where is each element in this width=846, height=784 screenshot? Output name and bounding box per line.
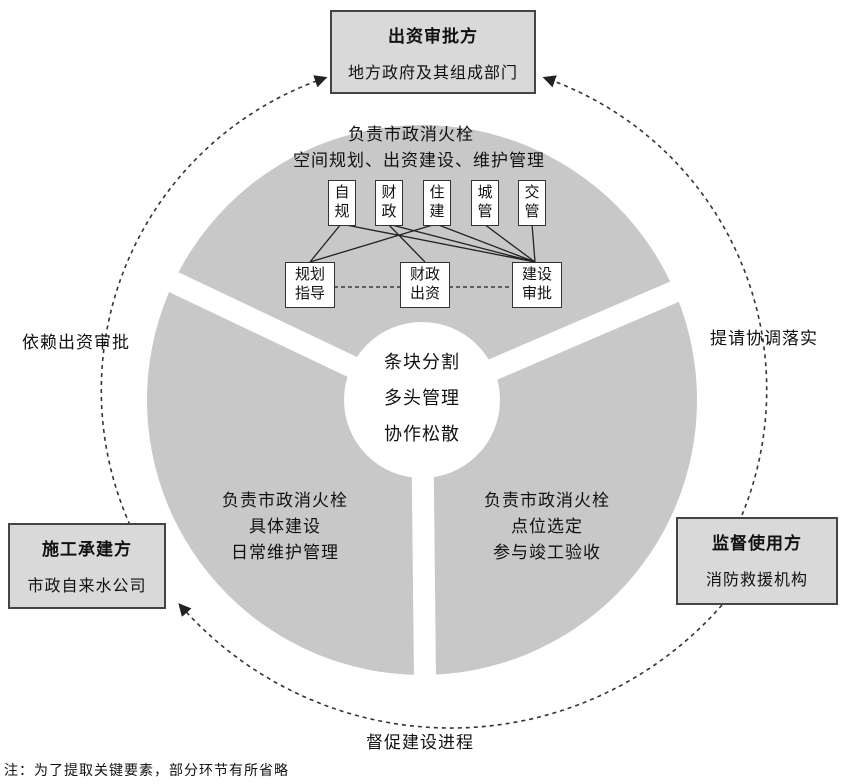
- dept-connections: [309, 223, 536, 263]
- left-sector-line1: 负责市政消火栓: [222, 491, 348, 511]
- function-box-approval: 建设 审批: [512, 262, 562, 308]
- dept-box-chengguan: 城 管: [471, 180, 499, 226]
- investor-subtitle: 地方政府及其组成部门: [347, 63, 518, 82]
- function-box-funding: 财政 出资: [400, 262, 450, 308]
- builder-title: 施工承建方: [42, 540, 132, 560]
- arc-left-label: 依赖出资审批: [22, 333, 130, 353]
- right-sector-text: 负责市政消火栓 点位选定 参与竣工验收: [484, 488, 610, 566]
- function-line: 审批: [521, 284, 552, 302]
- right-sector-line3: 参与竣工验收: [493, 543, 601, 563]
- investor-box: 出资审批方 地方政府及其组成部门: [330, 10, 536, 94]
- dept-char: 住: [429, 183, 445, 201]
- center-text: 条块分割 多头管理 协作松散: [352, 345, 492, 453]
- dept-box-jiaoguan: 交 管: [518, 180, 546, 226]
- supervisor-subtitle: 消防救援机构: [705, 570, 808, 589]
- dept-box-zigui: 自 规: [328, 180, 356, 226]
- left-sector-line2: 具体建设: [249, 517, 321, 537]
- left-sector-line3: 日常维护管理: [231, 543, 339, 563]
- arc-right-label: 提请协调落实: [710, 329, 818, 349]
- footnote: 注：为了提取关键要素，部分环节有所省略: [4, 763, 289, 779]
- top-sector-line1: 负责市政消火栓: [348, 125, 474, 145]
- function-line: 出资: [409, 284, 440, 302]
- dept-char: 规: [334, 202, 350, 220]
- right-sector-line1: 负责市政消火栓: [484, 491, 610, 511]
- supervisor-box: 监督使用方 消防救援机构: [676, 517, 838, 605]
- arc-bottom: [178, 603, 723, 729]
- left-sector-text: 负责市政消火栓 具体建设 日常维护管理: [222, 488, 348, 566]
- function-box-planning: 规划 指导: [285, 262, 335, 308]
- dept-char: 管: [524, 202, 540, 220]
- arc-right: [542, 75, 768, 516]
- arc-bottom-label: 督促建设进程: [366, 733, 474, 753]
- investor-title: 出资审批方: [388, 27, 478, 47]
- function-line: 财政: [409, 265, 440, 283]
- center-circle: [344, 322, 500, 478]
- supervisor-title: 监督使用方: [712, 534, 802, 554]
- center-line2: 多头管理: [384, 388, 460, 409]
- right-sector-line2: 点位选定: [511, 517, 583, 537]
- top-sector-line2: 空间规划、出资建设、维护管理: [293, 151, 545, 171]
- dept-char: 管: [477, 202, 493, 220]
- dept-char: 建: [429, 202, 445, 220]
- function-line: 规划: [294, 265, 325, 283]
- dept-char: 自: [334, 183, 350, 201]
- dept-char: 交: [524, 183, 540, 201]
- center-line3: 协作松散: [384, 424, 460, 445]
- function-line: 建设: [521, 265, 552, 283]
- function-line: 指导: [294, 284, 325, 302]
- builder-subtitle: 市政自来水公司: [27, 576, 147, 595]
- center-line1: 条块分割: [384, 352, 460, 373]
- dept-box-zhujian: 住 建: [423, 180, 451, 226]
- dept-char: 城: [477, 183, 493, 201]
- arc-left: [100, 75, 328, 526]
- dept-char: 财: [381, 183, 397, 201]
- builder-box: 施工承建方 市政自来水公司: [8, 523, 166, 609]
- dept-char: 政: [381, 202, 397, 220]
- dept-box-caizheng: 财 政: [375, 180, 403, 226]
